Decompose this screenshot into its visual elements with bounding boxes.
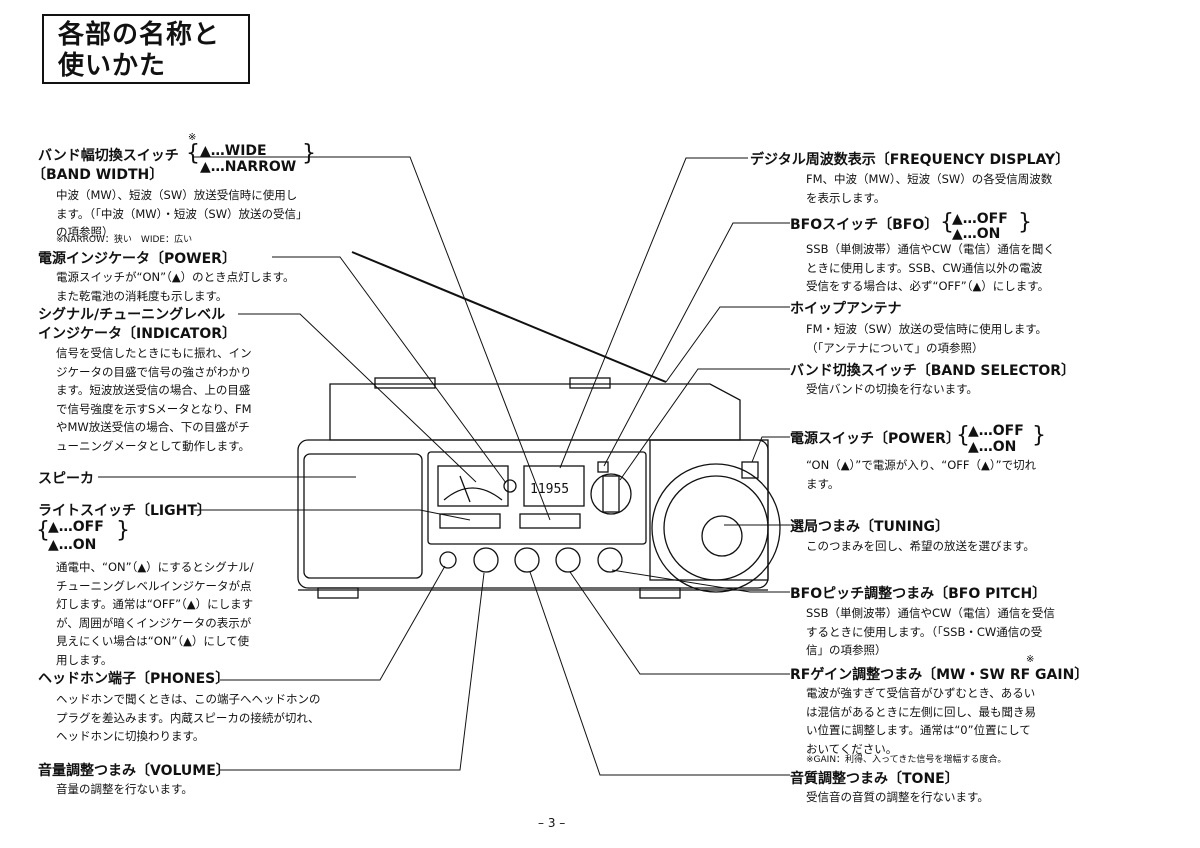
title-line-1: 各部の名称と (58, 20, 221, 50)
volume-heading: 音量調整つまみ〔VOLUME〕 (38, 763, 230, 779)
bfo-on-option: ▲…ON (952, 226, 1001, 242)
light-switch-heading: ライトスイッチ〔LIGHT〕 (38, 503, 211, 519)
signal-indicator-heading: シグナル/チューニングレベル (38, 307, 226, 323)
signal-indicator-desc: 信号を受信したときにもに振れ、イン ジケータの目盛で信号の強さがわかり ます。短… (56, 346, 252, 453)
rf-gain-note-mark: ※ (1026, 654, 1035, 665)
band-width-narrow-option: ▲…NARROW (200, 159, 297, 175)
leader-light-switch (194, 509, 471, 521)
band-width-note: ※NARROW：狭い WIDE：広い (56, 235, 193, 245)
antenna-desc: FM・短波（SW）放送の受信時に使用します。 （「アンテナについて」の項参照） (806, 322, 1048, 355)
leader-phones (220, 565, 446, 681)
band-selector-heading: バンド切換スイッチ〔BAND SELECTOR〕 (790, 363, 1076, 379)
bracket-left: { (36, 518, 50, 543)
light-switch-desc: 通電中、“ON”（▲）にするとシグナル/ チューニングレベルインジケータが点 灯… (56, 560, 254, 667)
signal-meter (437, 465, 509, 507)
tuning-knob (701, 515, 743, 557)
leader-bfo-switch (603, 222, 790, 467)
tone-heading: 音質調整つまみ〔TONE〕 (790, 771, 959, 787)
rf-gain-desc: 電波が強すぎて受信音がひずむとき、あるい は混信があるときに左側に回し、最も聞き… (806, 686, 1036, 756)
bfo-switch-desc: SSB（単側波帯）通信やCW（電信）通信を聞く ときに使用します。SSB、CW通… (806, 242, 1055, 293)
power-on-option: ▲…ON (968, 439, 1017, 455)
switch-up-icon: ▲ (200, 143, 211, 159)
leader-signal-indicator (238, 313, 477, 483)
bracket-left: { (940, 210, 954, 235)
band-selector-desc: 受信バンドの切換を行ないます。 (806, 382, 978, 396)
freq-display-heading: デジタル周波数表示〔FREQUENCY DISPLAY〕 (750, 152, 1070, 168)
tuning-dial (651, 463, 781, 593)
bracket-right: } (1018, 210, 1032, 235)
switch-up-icon: ▲ (968, 423, 979, 439)
page-number: – 3 – (538, 816, 566, 830)
tone-knob (514, 547, 540, 573)
band-width-desc: 中波（MW）、短波（SW）放送受信時に使用し ます。（「中波（MW）・短波（SW… (56, 188, 308, 239)
phones-heading: ヘッドホン端子〔PHONES〕 (38, 671, 230, 687)
control-panel (427, 451, 647, 545)
leader-bfo-pitch (611, 569, 790, 593)
leader-band-selector (619, 368, 790, 481)
band-width-heading: バンド幅切換スイッチ (38, 148, 179, 164)
band-width-wide-option: ▲…WIDE (200, 143, 267, 159)
leader-antenna (665, 306, 790, 383)
antenna-heading: ホイップアンテナ (790, 301, 902, 317)
tuning-desc: このつまみを回し、希望の放送を選びます。 (806, 539, 1035, 553)
light-switch (439, 513, 501, 529)
switch-down-icon: ▲ (968, 439, 979, 455)
power-indicator-heading: 電源インジケータ〔POWER〕 (38, 251, 236, 267)
band-selector-knob (590, 473, 632, 515)
phones-desc: ヘッドホンで聞くときは、この端子へヘッドホンの プラグを差込みます。内蔵スピーカ… (56, 692, 321, 743)
bfo-pitch-heading: BFOピッチ調整つまみ〔BFO PITCH〕 (790, 586, 1047, 602)
power-indicator-lamp (503, 479, 517, 493)
power-switch (741, 461, 759, 479)
title-line-2: 使いかた (58, 51, 167, 81)
switch-up-icon: ▲ (48, 519, 59, 535)
leader-power-indicator (272, 256, 507, 484)
power-switch-heading: 電源スイッチ〔POWER〕 (790, 431, 960, 447)
volume-knob (473, 547, 499, 573)
speaker-grille (303, 453, 423, 579)
frequency-display (523, 465, 585, 507)
speaker-heading: スピーカ (38, 471, 94, 487)
switch-down-icon: ▲ (48, 537, 59, 553)
band-width-heading-2: 〔BAND WIDTH〕 (32, 167, 164, 183)
signal-indicator-heading-2: インジケータ〔INDICATOR〕 (38, 326, 237, 342)
bfo-pitch-desc: SSB（単側波帯）通信やCW（電信）通信を受信 するときに使用します。（「SSB… (806, 606, 1055, 657)
radio-top (329, 383, 741, 441)
band-width-note-mark: ※ (188, 132, 197, 143)
tuning-heading: 選局つまみ〔TUNING〕 (790, 519, 950, 535)
leader-freq-display (559, 157, 748, 469)
switch-down-icon: ▲ (200, 159, 211, 175)
power-indicator-desc: 電源スイッチが“ON”（▲）のとき点灯します。 また乾電池の消耗度も示します。 (56, 270, 295, 303)
rf-gain-knob (555, 547, 581, 573)
power-switch-desc: “ON（▲）”で電源が入り、“OFF（▲）”で切れ ます。 (806, 458, 1037, 491)
whip-antenna (351, 251, 667, 383)
bracket-left: { (956, 423, 970, 448)
tone-desc: 受信音の音質の調整を行ないます。 (806, 790, 989, 804)
bracket-right: } (116, 518, 130, 543)
freq-display-desc: FM、中波（MW）、短波（SW）の各受信周波数 を表示します。 (806, 172, 1053, 205)
power-off-option: ▲…OFF (968, 423, 1024, 439)
rf-gain-note: ※GAIN：利得、入ってきた信号を増幅する度合。 (806, 755, 1007, 765)
bfo-switch-heading: BFOスイッチ〔BFO〕 (790, 217, 939, 233)
bfo-off-option: ▲…OFF (952, 211, 1008, 227)
bracket-left: { (186, 141, 200, 166)
switch-up-icon: ▲ (952, 211, 963, 227)
bfo-pitch-knob (597, 547, 623, 573)
leader-volume (220, 572, 485, 771)
light-off-option: ▲…OFF (48, 519, 104, 535)
light-on-option: ▲…ON (48, 537, 97, 553)
bracket-right: } (1032, 423, 1046, 448)
volume-desc: 音量の調整を行ないます。 (56, 782, 193, 796)
switch-down-icon: ▲ (952, 226, 963, 242)
leader-power-switch (751, 436, 790, 463)
phones-jack (439, 551, 457, 569)
leader-band-width (192, 156, 551, 521)
page-title: 各部の名称と 使いかた (42, 14, 250, 84)
leader-tone (529, 571, 790, 776)
bracket-right: } (302, 141, 316, 166)
leader-rf-gain (569, 571, 790, 675)
rf-gain-heading: RFゲイン調整つまみ〔MW・SW RF GAIN〕 (790, 667, 1089, 683)
bfo-switch (597, 461, 609, 473)
